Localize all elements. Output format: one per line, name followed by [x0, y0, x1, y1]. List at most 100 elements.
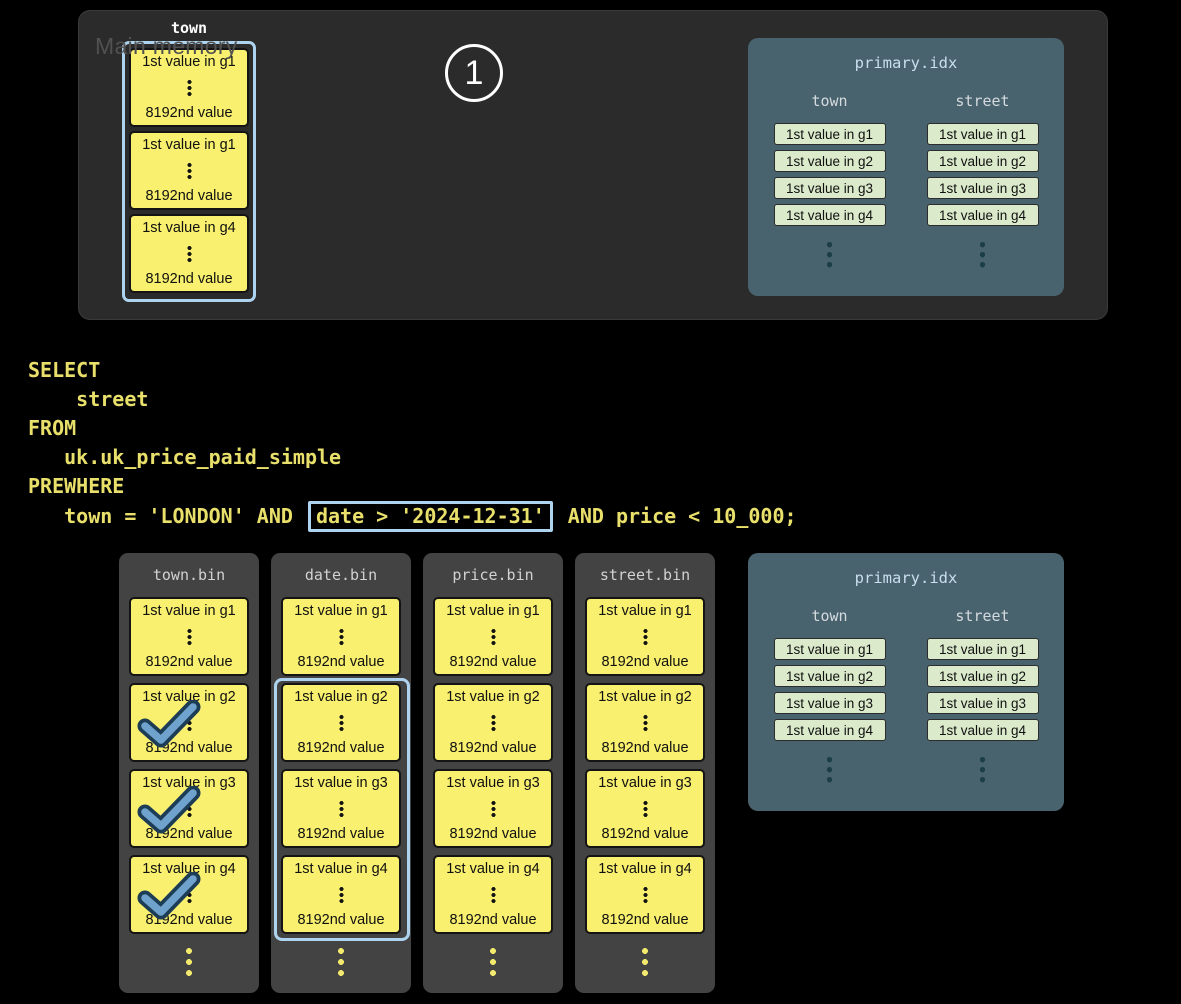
- idx-town-column: town 1st value in g1 1st value in g2 1st…: [773, 607, 886, 783]
- more-granules-icon: [337, 946, 345, 977]
- granule-block-g1: 1st value in g1 8192nd value: [281, 597, 401, 676]
- ellipsis-icon: [186, 162, 192, 179]
- granule-first-value: 1st value in g4: [598, 861, 692, 877]
- granule-block-g1: 1st value in g1 8192nd value: [585, 597, 705, 676]
- granule-block-g4: 1st value in g4 8192nd value: [129, 855, 249, 934]
- granule-block-g3: 1st value in g3 8192nd value: [585, 769, 705, 848]
- ellipsis-icon: [490, 800, 496, 817]
- ellipsis-icon: [642, 800, 648, 817]
- sql-line: PREWHERE: [28, 474, 125, 498]
- granule-first-value: 1st value in g3: [598, 775, 692, 791]
- idx-cell: 1st value in g3: [773, 177, 886, 199]
- granule-block-g4: 1st value in g4 8192nd value: [585, 855, 705, 934]
- granule-first-value: 1st value in g2: [142, 689, 236, 705]
- granule-block-g3: 1st value in g3 8192nd value: [129, 769, 249, 848]
- ellipsis-icon: [826, 755, 833, 783]
- granule-last-value: 8192nd value: [297, 912, 385, 928]
- idx-cell: 1st value in g1: [773, 123, 886, 145]
- granule-first-value: 1st value in g4: [142, 220, 236, 236]
- ellipsis-icon: [490, 714, 496, 731]
- primary-idx-panel-bottom: primary.idx town 1st value in g1 1st val…: [748, 553, 1064, 811]
- idx-cell: 1st value in g3: [773, 692, 886, 714]
- sql-query: SELECT street FROM uk.uk_price_paid_simp…: [28, 356, 797, 532]
- bin-panel-date: date.bin 1st value in g1 8192nd value 1s…: [271, 553, 411, 993]
- granule-first-value: 1st value in g2: [294, 689, 388, 705]
- granule-block: 1st value in g1 8192nd value: [129, 131, 249, 210]
- idx-column-header: town: [811, 607, 848, 625]
- granule-last-value: 8192nd value: [601, 912, 689, 928]
- sql-text-post: AND price < 10_000;: [555, 504, 797, 528]
- idx-cell: 1st value in g2: [926, 665, 1039, 687]
- sql-line: FROM: [28, 416, 77, 440]
- granule-first-value: 1st value in g1: [446, 603, 540, 619]
- granule-block-g2: 1st value in g2 8192nd value: [585, 683, 705, 762]
- bin-blocks: 1st value in g1 8192nd value 1st value i…: [129, 597, 249, 934]
- ellipsis-icon: [186, 714, 192, 731]
- granule-first-value: 1st value in g1: [142, 137, 236, 153]
- idx-column-header: street: [955, 92, 1010, 110]
- checkmark-icon: [136, 785, 202, 834]
- ellipsis-icon: [186, 79, 192, 96]
- granule-first-value: 1st value in g3: [446, 775, 540, 791]
- memory-column-header: town: [170, 19, 208, 37]
- granule-first-value: 1st value in g2: [446, 689, 540, 705]
- granule-last-value: 8192nd value: [297, 826, 385, 842]
- ellipsis-icon: [642, 714, 648, 731]
- memory-town-column: 1st value in g1 8192nd value 1st value i…: [122, 41, 256, 302]
- checkmark-icon: [136, 699, 202, 748]
- granule-block-g4: 1st value in g4 8192nd value: [281, 855, 401, 934]
- granule-block-g1: 1st value in g1 8192nd value: [129, 597, 249, 676]
- sql-text-pre: town = 'LONDON' AND: [28, 504, 305, 528]
- idx-cell: 1st value in g4: [773, 719, 886, 741]
- ellipsis-icon: [338, 800, 344, 817]
- primary-idx-columns: town 1st value in g1 1st value in g2 1st…: [748, 92, 1064, 268]
- sql-line: SELECT: [28, 358, 101, 382]
- granule-first-value: 1st value in g1: [142, 603, 236, 619]
- ellipsis-icon: [186, 628, 192, 645]
- granule-first-value: 1st value in g4: [294, 861, 388, 877]
- idx-cell: 1st value in g2: [773, 150, 886, 172]
- ellipsis-icon: [338, 628, 344, 645]
- ellipsis-icon: [979, 755, 986, 783]
- ellipsis-icon: [186, 800, 192, 817]
- granule-last-value: 8192nd value: [601, 826, 689, 842]
- step-number: 1: [464, 53, 484, 92]
- sql-highlighted-predicate: date > '2024-12-31': [307, 501, 553, 532]
- ellipsis-icon: [186, 245, 192, 262]
- granule-last-value: 8192nd value: [297, 654, 385, 670]
- idx-cell: 1st value in g3: [926, 177, 1039, 199]
- more-granules-icon: [641, 946, 649, 977]
- idx-cell: 1st value in g1: [926, 638, 1039, 660]
- bin-panel-town: town.bin 1st value in g1 8192nd value 1s…: [119, 553, 259, 993]
- primary-idx-columns: town 1st value in g1 1st value in g2 1st…: [748, 607, 1064, 783]
- primary-idx-title: primary.idx: [854, 569, 958, 587]
- ellipsis-icon: [490, 628, 496, 645]
- granule-last-value: 8192nd value: [145, 188, 233, 204]
- granule-last-value: 8192nd value: [449, 826, 537, 842]
- granule-last-value: 8192nd value: [449, 654, 537, 670]
- idx-cell: 1st value in g4: [773, 204, 886, 226]
- ellipsis-icon: [979, 240, 986, 268]
- granule-first-value: 1st value in g2: [598, 689, 692, 705]
- idx-column-header: town: [811, 92, 848, 110]
- idx-cell: 1st value in g3: [926, 692, 1039, 714]
- granule-first-value: 1st value in g4: [142, 861, 236, 877]
- granule-block-g3: 1st value in g3 8192nd value: [281, 769, 401, 848]
- primary-idx-title: primary.idx: [854, 54, 958, 72]
- granule-first-value: 1st value in g1: [294, 603, 388, 619]
- granule-block-g1: 1st value in g1 8192nd value: [433, 597, 553, 676]
- bin-panel-price: price.bin 1st value in g1 8192nd value 1…: [423, 553, 563, 993]
- idx-column-header: street: [955, 607, 1010, 625]
- idx-cell: 1st value in g2: [926, 150, 1039, 172]
- bin-blocks: 1st value in g1 8192nd value 1st value i…: [281, 597, 401, 934]
- ellipsis-icon: [186, 886, 192, 903]
- main-memory-label: Main memory: [95, 33, 238, 59]
- granule-first-value: 1st value in g3: [294, 775, 388, 791]
- granule-block-g3: 1st value in g3 8192nd value: [433, 769, 553, 848]
- granule-last-value: 8192nd value: [145, 654, 233, 670]
- granule-block-g2: 1st value in g2 8192nd value: [433, 683, 553, 762]
- granule-block: 1st value in g1 8192nd value: [129, 48, 249, 127]
- more-granules-icon: [489, 946, 497, 977]
- idx-cell: 1st value in g1: [926, 123, 1039, 145]
